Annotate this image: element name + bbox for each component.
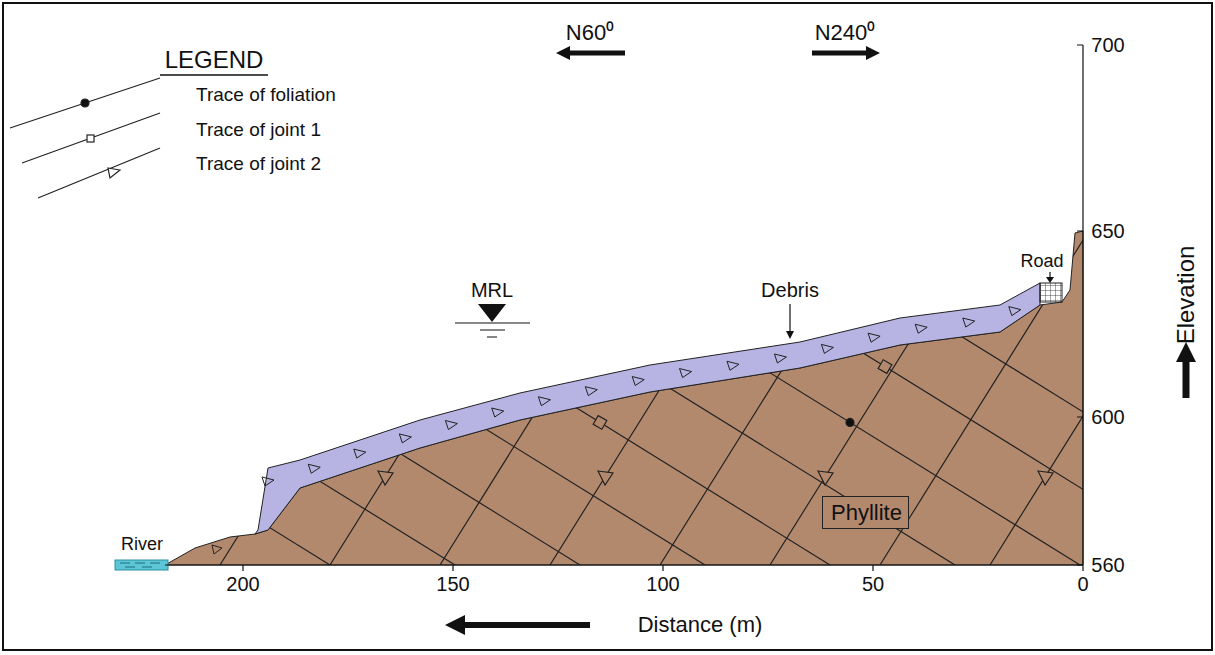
rock-name: Phyllite bbox=[831, 501, 908, 525]
axis-title: Distance (m) bbox=[638, 613, 763, 637]
joint2-triangle bbox=[343, 416, 358, 430]
debris-mark bbox=[354, 449, 366, 458]
road-label: Road bbox=[1020, 252, 1063, 272]
debris-mark bbox=[399, 434, 411, 443]
debris-mark bbox=[727, 361, 739, 370]
legend-text: Trace of joint 2 bbox=[196, 154, 321, 175]
legend-text: Trace of foliation bbox=[196, 85, 336, 106]
debris-mark bbox=[212, 545, 222, 554]
debris-mark bbox=[585, 387, 597, 396]
distance-tick: 100 bbox=[646, 573, 679, 595]
foliation-dot bbox=[846, 418, 854, 426]
debris-mark bbox=[308, 464, 320, 473]
debris-mark bbox=[915, 324, 927, 333]
joint1-square bbox=[878, 360, 892, 374]
river-label: River bbox=[121, 535, 163, 555]
legend-text: Trace of joint 1 bbox=[196, 120, 321, 141]
joint2-triangle bbox=[1038, 471, 1053, 485]
debris-mark bbox=[821, 344, 833, 353]
trace-line bbox=[255, 131, 1005, 596]
debris-mark bbox=[445, 421, 457, 430]
distance-tick: 150 bbox=[436, 573, 469, 595]
joint2-triangle bbox=[598, 471, 613, 485]
distance-tick: 0 bbox=[1077, 573, 1088, 595]
trace-line bbox=[0, 131, 630, 596]
trace-line bbox=[220, 165, 470, 565]
direction-label: N60⁰ bbox=[566, 21, 614, 45]
trace-line bbox=[330, 165, 580, 565]
debris-mark bbox=[680, 369, 692, 378]
direction-label: N240⁰ bbox=[815, 21, 876, 45]
rock-label-box: Phyllite bbox=[822, 496, 909, 529]
elevation-tick: 650 bbox=[1091, 220, 1124, 242]
material-label: Debris bbox=[761, 279, 819, 301]
debris-mark bbox=[774, 354, 786, 363]
trace-line bbox=[0, 131, 380, 596]
joint2-triangle bbox=[378, 471, 393, 485]
joint1-square bbox=[128, 360, 142, 374]
elevation-tick: 700 bbox=[1091, 34, 1124, 56]
debris-mark bbox=[262, 477, 274, 486]
trace-line bbox=[880, 165, 1130, 565]
elevation-tick: 600 bbox=[1091, 406, 1124, 428]
debris-mark bbox=[868, 333, 880, 342]
elevation-tick: 560 bbox=[1091, 554, 1124, 576]
trace-line bbox=[990, 165, 1215, 565]
debris-mark bbox=[632, 377, 644, 386]
foliation-dot bbox=[96, 418, 104, 426]
joint1-square bbox=[593, 416, 607, 430]
trace-line bbox=[505, 131, 1215, 596]
water-level-label: MRL bbox=[471, 279, 513, 301]
trace-line bbox=[5, 131, 755, 596]
debris-mark bbox=[963, 318, 975, 327]
joint2-triangle bbox=[818, 471, 833, 485]
trace-line bbox=[0, 131, 505, 596]
distance-tick: 50 bbox=[862, 573, 884, 595]
debris-mark bbox=[538, 397, 550, 406]
debris-mark bbox=[1009, 307, 1021, 316]
axis-title: Elevation bbox=[1173, 246, 1199, 345]
foliation-dot bbox=[381, 363, 389, 371]
legend-title: LEGEND bbox=[165, 47, 264, 73]
distance-tick: 200 bbox=[226, 573, 259, 595]
debris-mark bbox=[492, 408, 504, 417]
